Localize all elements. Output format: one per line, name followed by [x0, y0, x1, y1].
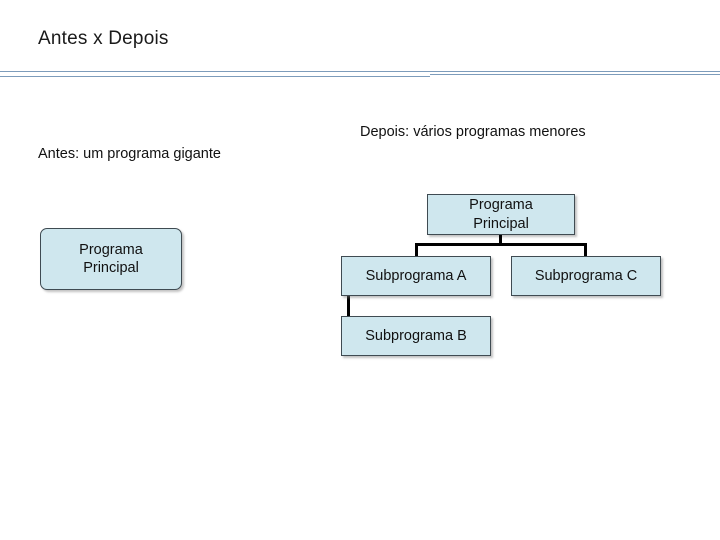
box-antes-label: Programa Principal: [79, 241, 143, 277]
box-depois-label-line1: Programa: [469, 197, 533, 214]
box-subprograma-a: Subprograma A: [341, 256, 491, 296]
caption-depois: Depois: vários programas menores: [360, 124, 586, 140]
box-depois-label: Programa Principal: [469, 196, 533, 232]
box-antes-label-line2: Principal: [83, 260, 139, 276]
page-title: Antes x Depois: [38, 28, 169, 49]
connector-main-stem: [499, 235, 502, 245]
connector-subprograma-a-to-b: [347, 296, 350, 317]
box-antes-label-line1: Programa: [79, 241, 143, 258]
connector-horizontal-bus: [415, 243, 587, 246]
box-subprograma-a-label: Subprograma A: [365, 267, 467, 284]
box-depois-programa-principal: Programa Principal: [427, 194, 575, 235]
header-divider-bottom-left: [0, 76, 430, 77]
box-depois-label-line2: Principal: [473, 215, 529, 232]
box-subprograma-b: Subprograma B: [341, 316, 491, 356]
box-subprograma-c: Subprograma C: [511, 256, 661, 296]
connector-drop-subprograma-c: [584, 243, 587, 257]
header-divider-bottom-right: [430, 74, 720, 75]
box-subprograma-c-label: Subprograma C: [534, 267, 638, 284]
box-subprograma-b-label: Subprograma B: [365, 327, 467, 344]
connector-drop-subprograma-a: [415, 243, 418, 257]
header-divider-top: [0, 71, 720, 72]
caption-antes: Antes: um programa gigante: [38, 146, 221, 162]
box-antes-programa-principal: Programa Principal: [40, 228, 182, 290]
